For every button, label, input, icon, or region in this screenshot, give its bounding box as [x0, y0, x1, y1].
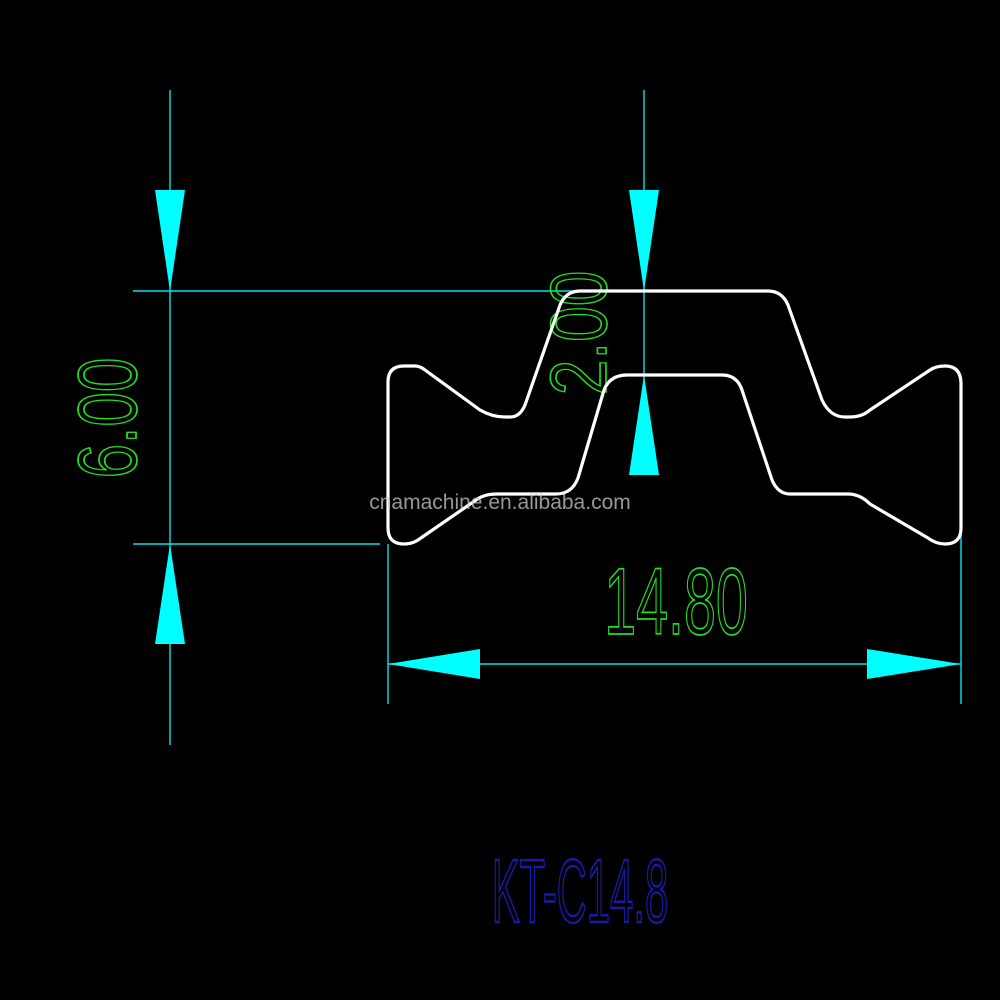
height-arrow-bottom — [155, 544, 185, 644]
height-arrow-top — [155, 190, 185, 291]
step-arrow-top — [629, 190, 659, 291]
step-arrow-bottom — [629, 375, 659, 475]
width-arrow-left — [388, 649, 480, 679]
profile-cross-section — [386, 289, 963, 546]
height-dimension: 6.00 — [59, 90, 645, 745]
width-arrow-right — [867, 649, 961, 679]
watermark-text: cnamachine.en.alibaba.com — [369, 491, 631, 514]
width-dimension: 14.80 — [387, 465, 962, 704]
height-dimension-label: 6.00 — [60, 358, 154, 479]
width-dimension-label: 14.80 — [604, 548, 748, 654]
part-code-label: KT-C14.8 — [492, 841, 668, 941]
